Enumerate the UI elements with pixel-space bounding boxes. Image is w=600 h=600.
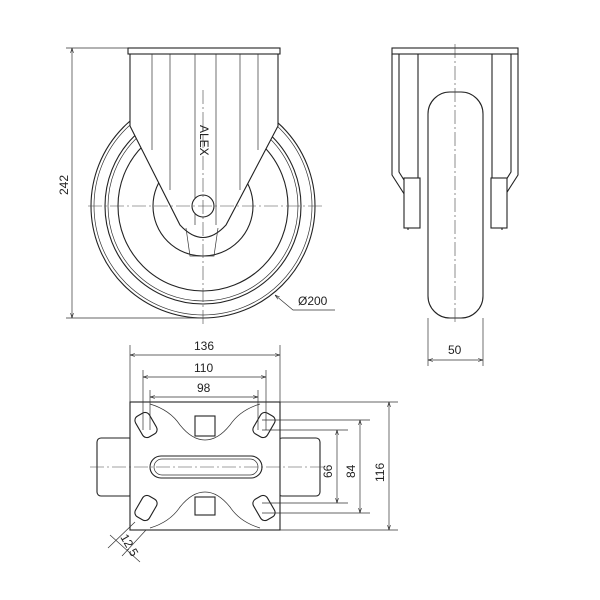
height-label: 242 xyxy=(57,175,71,195)
dimension-hole-spacing-outer: 110 xyxy=(142,361,267,430)
width-66-label: 66 xyxy=(321,464,335,478)
bottom-view: 136 110 98 66 84 xyxy=(90,339,398,563)
width-84-label: 84 xyxy=(344,464,358,478)
dimension-hole-spacing-inner: 98 xyxy=(149,381,259,430)
side-wheel xyxy=(427,91,484,319)
wheel-width-label: 50 xyxy=(448,343,462,357)
dimension-height: 242 xyxy=(57,47,200,319)
dimension-plate-width: 116 xyxy=(280,401,398,531)
dimension-width-outer: 84 xyxy=(262,419,370,514)
fork: ALEX xyxy=(127,47,281,257)
mounting-holes xyxy=(134,411,276,522)
dimension-width-inner: 66 xyxy=(262,429,348,504)
plate-width-label: 116 xyxy=(373,463,387,482)
dimension-width: 50 xyxy=(427,318,484,366)
hole-spacing-inner-label: 98 xyxy=(197,381,211,395)
plate-length-label: 136 xyxy=(194,339,214,353)
hole-spacing-outer-label: 110 xyxy=(194,361,213,375)
dimension-plate-length: 136 xyxy=(129,339,281,402)
front-view: ALEX 242 Ø200 xyxy=(57,47,335,325)
dimension-diameter: Ø200 xyxy=(275,294,335,311)
brand-logo: ALEX xyxy=(197,125,211,156)
side-view: 50 xyxy=(391,44,519,366)
diameter-label: Ø200 xyxy=(298,294,328,308)
